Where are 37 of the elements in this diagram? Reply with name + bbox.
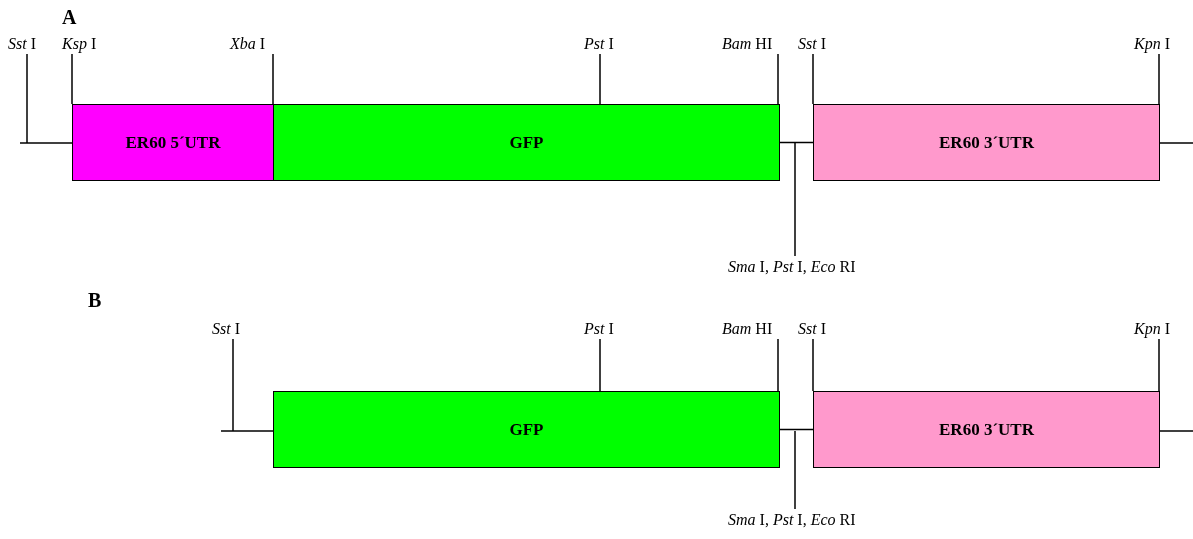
gene-segment: ER60 5´UTR	[72, 104, 274, 181]
restriction-site-label: Sma I, Pst I, Eco RI	[728, 258, 856, 276]
restriction-site-label: Bam HI	[722, 320, 773, 338]
restriction-site-label: Bam HI	[722, 35, 773, 53]
leader-line	[272, 53, 274, 105]
dna-backbone-line	[779, 428, 814, 431]
restriction-site-label: Sma I, Pst I, Eco RI	[728, 511, 856, 529]
leader-line	[599, 338, 601, 392]
gene-segment: GFP	[273, 391, 780, 468]
leader-line	[794, 142, 796, 257]
restriction-site-label: Kpn I	[1134, 35, 1170, 53]
panel-letter: A	[62, 7, 77, 27]
leader-line	[232, 338, 234, 432]
dna-backbone-line	[779, 141, 814, 144]
gene-segment: GFP	[273, 104, 780, 181]
panel-letter: B	[88, 290, 102, 310]
restriction-site-label: Ksp I	[62, 35, 97, 53]
leader-line	[812, 338, 814, 392]
gene-segment: ER60 3´UTR	[813, 104, 1160, 181]
leader-line	[26, 53, 28, 144]
leader-line	[71, 53, 73, 105]
leader-line	[599, 53, 601, 105]
leader-line	[794, 430, 796, 510]
restriction-site-label: Xba I	[230, 35, 266, 53]
leader-line	[1158, 338, 1160, 392]
leader-line	[777, 338, 779, 392]
restriction-site-label: Sst I	[8, 35, 36, 53]
leader-line	[1158, 53, 1160, 105]
leader-line	[777, 53, 779, 105]
restriction-site-label: Pst I	[584, 320, 614, 338]
restriction-site-label: Pst I	[584, 35, 614, 53]
restriction-site-label: Sst I	[798, 320, 826, 338]
restriction-site-label: Sst I	[798, 35, 826, 53]
gene-segment: ER60 3´UTR	[813, 391, 1160, 468]
restriction-site-label: Kpn I	[1134, 320, 1170, 338]
restriction-site-label: Sst I	[212, 320, 240, 338]
leader-line	[812, 53, 814, 105]
